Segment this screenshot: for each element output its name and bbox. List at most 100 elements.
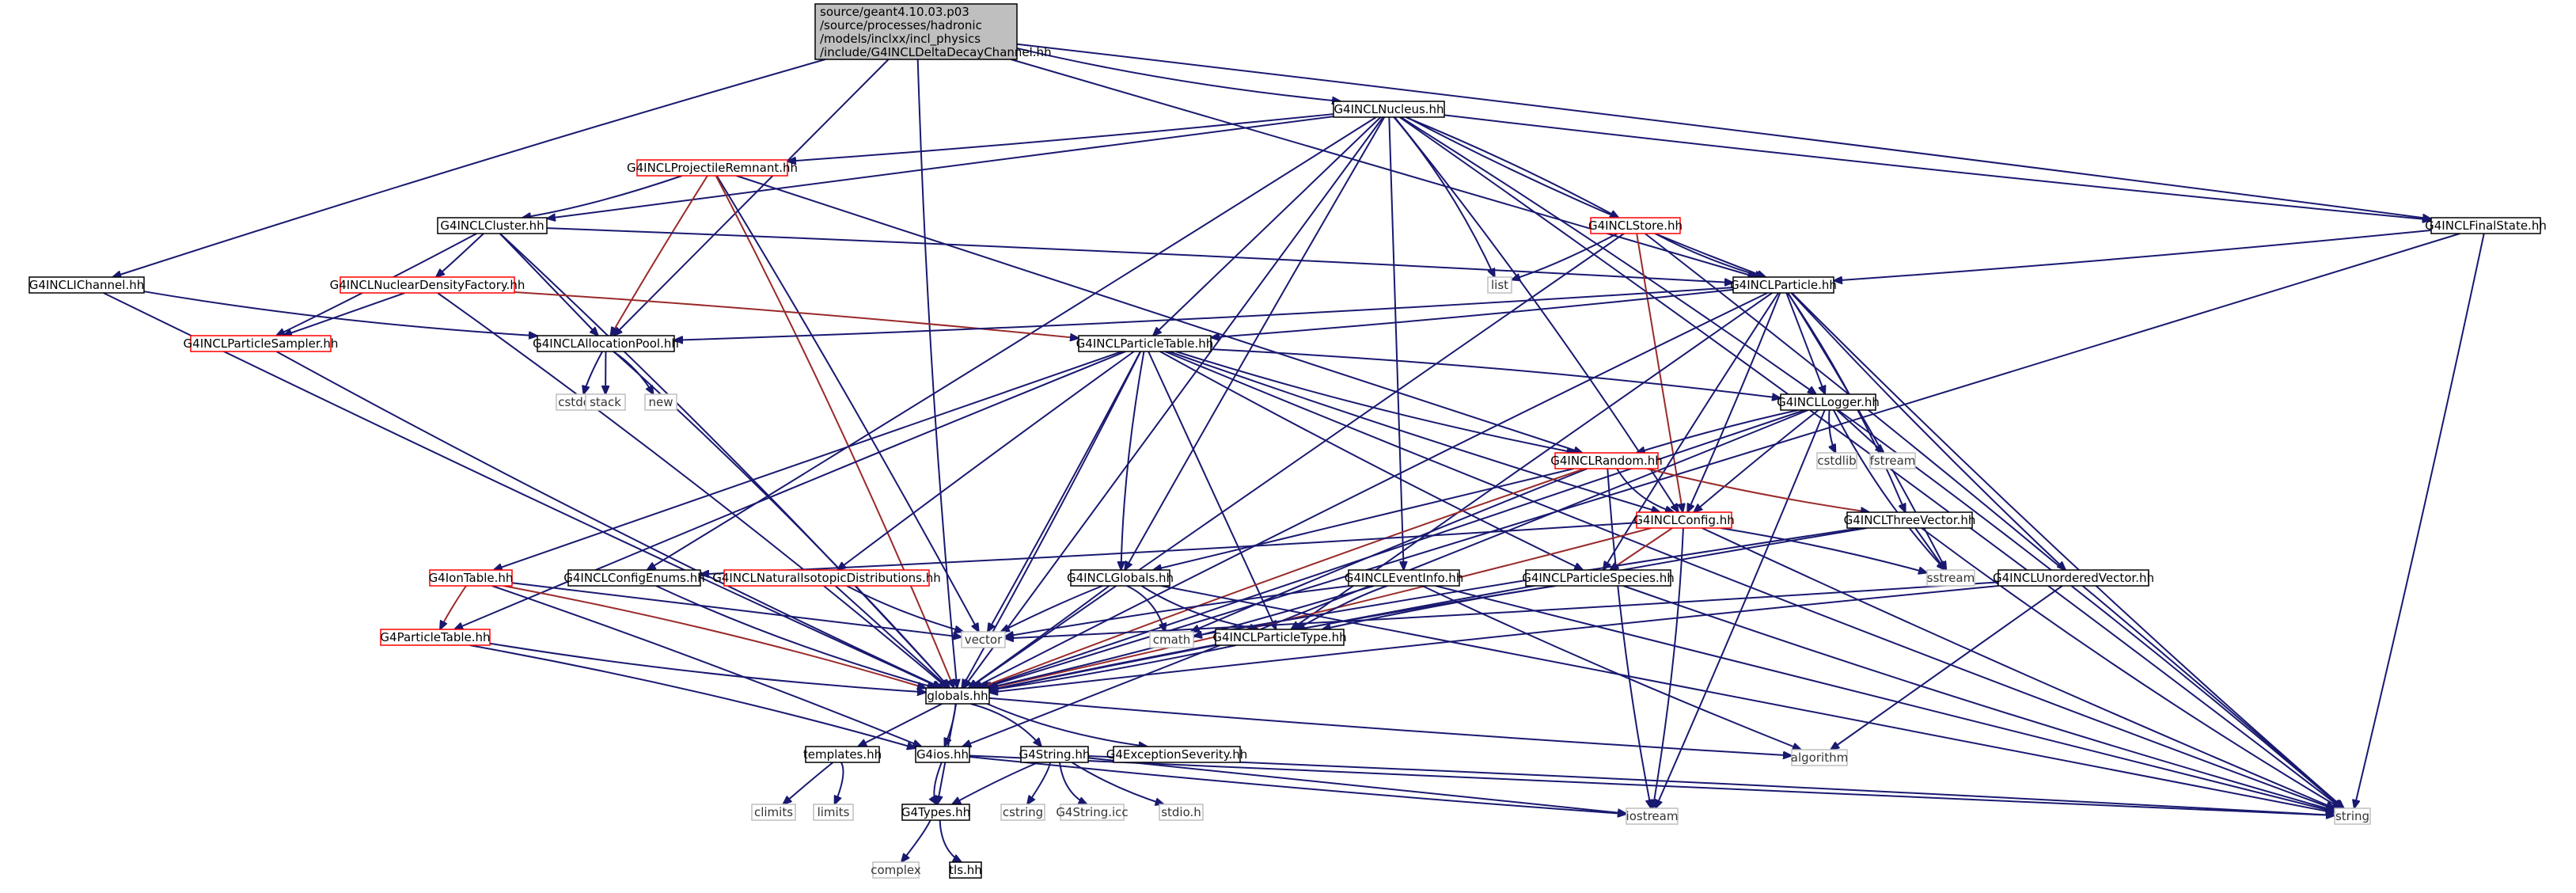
node-label: G4ExceptionSeverity.hh bbox=[1106, 747, 1248, 762]
edge-eventinfo-to-algorithm bbox=[1421, 585, 1801, 750]
node-list[interactable]: list bbox=[1487, 276, 1512, 294]
node-label: globals.hh bbox=[927, 689, 988, 703]
edge-globals_incl-to-globals bbox=[969, 585, 1110, 688]
node-new[interactable]: new bbox=[644, 393, 677, 411]
edge-pspecies-to-string bbox=[1622, 585, 2335, 811]
node-ptable[interactable]: G4INCLParticleTable.hh bbox=[1076, 335, 1214, 352]
node-logger[interactable]: G4INCLLogger.hh bbox=[1777, 393, 1880, 411]
node-cstring[interactable]: cstring bbox=[1000, 804, 1045, 821]
node-finalstate[interactable]: G4INCLFinalState.hh bbox=[2425, 217, 2547, 234]
node-tls[interactable]: tls.hh bbox=[949, 861, 982, 879]
node-natiso[interactable]: G4INCLNaturalIsotopicDistributions.hh bbox=[712, 569, 941, 587]
node-globals_incl[interactable]: G4INCLGlobals.hh bbox=[1067, 569, 1174, 587]
node-nucleus[interactable]: G4INCLNucleus.hh bbox=[1333, 101, 1445, 118]
node-box bbox=[1078, 335, 1212, 352]
edge-psampler-to-globals bbox=[275, 351, 942, 688]
node-iostream[interactable]: iostream bbox=[1626, 808, 1679, 825]
node-box bbox=[915, 746, 970, 763]
edge-ptable-to-pspecies bbox=[1159, 351, 1583, 570]
edge-ptable-to-natiso bbox=[837, 351, 1135, 570]
node-random[interactable]: G4INCLRandom.hh bbox=[1550, 452, 1663, 469]
edge-ptable-to-vector bbox=[988, 351, 1141, 632]
node-label: G4INCLParticle.hh bbox=[1730, 278, 1837, 292]
node-sstream[interactable]: sstream bbox=[1926, 569, 1975, 587]
node-psampler[interactable]: G4INCLParticleSampler.hh bbox=[184, 335, 339, 352]
edge-random-to-cmath bbox=[1191, 468, 1588, 633]
node-ptype[interactable]: G4INCLParticleType.hh bbox=[1212, 629, 1347, 646]
node-ichannel[interactable]: G4INCLIChannel.hh bbox=[28, 276, 145, 294]
node-complex[interactable]: complex bbox=[871, 861, 921, 879]
node-box bbox=[1780, 393, 1876, 411]
edge-logger-to-string bbox=[1838, 409, 2343, 808]
node-store[interactable]: G4INCLStore.hh bbox=[1588, 217, 1683, 234]
node-cmath[interactable]: cmath bbox=[1149, 631, 1194, 648]
edge-config-to-sstream bbox=[1720, 527, 1927, 573]
node-box bbox=[340, 276, 515, 294]
node-algorithm[interactable]: algorithm bbox=[1791, 749, 1848, 766]
edge-particle-to-ptable bbox=[1211, 288, 1734, 338]
node-label: cstdlib bbox=[1817, 454, 1856, 468]
node-limits[interactable]: limits bbox=[813, 804, 854, 821]
node-box bbox=[585, 393, 626, 411]
node-cluster[interactable]: G4INCLCluster.hh bbox=[437, 217, 548, 234]
node-iontable[interactable]: G4IonTable.hh bbox=[429, 569, 514, 587]
node-stdio[interactable]: stdio.h bbox=[1159, 804, 1204, 821]
edge-globals_incl-to-string bbox=[1161, 585, 2335, 813]
node-label: /source/processes/hadronic bbox=[820, 18, 982, 32]
node-label: G4IonTable.hh bbox=[429, 571, 514, 585]
node-box bbox=[437, 217, 548, 234]
node-allocpool[interactable]: G4INCLAllocationPool.hh bbox=[533, 335, 679, 352]
edge-root-to-nucleus bbox=[1016, 47, 1341, 101]
edge-nucleus-to-globals_incl bbox=[1125, 116, 1386, 570]
node-label: G4INCLConfig.hh bbox=[1633, 513, 1735, 527]
node-stack[interactable]: stack bbox=[585, 393, 626, 411]
node-g4ptable[interactable]: G4ParticleTable.hh bbox=[380, 629, 491, 646]
node-box bbox=[1816, 452, 1857, 469]
node-globals[interactable]: globals.hh bbox=[925, 687, 990, 705]
node-g4exc[interactable]: G4ExceptionSeverity.hh bbox=[1106, 746, 1248, 763]
node-templates[interactable]: templates.hh bbox=[803, 746, 882, 763]
node-eventinfo[interactable]: G4INCLEventInfo.hh bbox=[1345, 569, 1464, 587]
edge-cfgenums-to-globals bbox=[655, 585, 936, 688]
node-g4types[interactable]: G4Types.hh bbox=[901, 804, 970, 821]
edge-projrem-to-random bbox=[736, 175, 1583, 453]
node-g4stricc[interactable]: G4String.icc bbox=[1056, 804, 1129, 821]
node-label: G4INCLParticleType.hh bbox=[1212, 630, 1346, 644]
node-label: /include/G4INCLDeltaDecayChannel.hh bbox=[820, 45, 1052, 59]
node-cfgenums[interactable]: G4INCLConfigEnums.hh bbox=[563, 569, 705, 587]
node-string[interactable]: string bbox=[2334, 808, 2371, 825]
edge-logger-to-random bbox=[1637, 409, 1799, 453]
edge-random-to-globals bbox=[980, 468, 1585, 688]
node-root[interactable]: source/geant4.10.03.p03/source/processes… bbox=[814, 3, 1052, 60]
edge-particle-to-logger bbox=[1785, 292, 1825, 394]
node-threevec[interactable]: G4INCLThreeVector.hh bbox=[1844, 511, 1976, 529]
edge-nucleus-to-projrem bbox=[787, 113, 1334, 162]
edge-config-to-cfgenums bbox=[700, 522, 1637, 574]
edge-finalstate-to-globals bbox=[984, 233, 2460, 688]
node-fstream[interactable]: fstream bbox=[1869, 452, 1916, 469]
edge-eventinfo-to-vector bbox=[1005, 585, 1350, 636]
node-g4string[interactable]: G4String.hh bbox=[1019, 746, 1091, 763]
edge-particle-to-globals bbox=[973, 292, 1768, 688]
edge-projrem-to-allocpool bbox=[611, 175, 708, 336]
node-projrem[interactable]: G4INCLProjectileRemnant.hh bbox=[627, 159, 798, 177]
node-nucdens[interactable]: G4INCLNuclearDensityFactory.hh bbox=[330, 276, 525, 294]
node-climits[interactable]: climits bbox=[751, 804, 796, 821]
node-pspecies[interactable]: G4INCLParticleSpecies.hh bbox=[1522, 569, 1675, 587]
node-vector[interactable]: vector bbox=[961, 631, 1006, 648]
node-box bbox=[1869, 452, 1916, 469]
node-particle[interactable]: G4INCLParticle.hh bbox=[1730, 276, 1837, 294]
node-config[interactable]: G4INCLConfig.hh bbox=[1633, 511, 1735, 529]
node-label: stack bbox=[590, 395, 621, 409]
node-label: limits bbox=[818, 805, 850, 819]
node-label: G4INCLParticleSpecies.hh bbox=[1522, 571, 1675, 585]
node-label: G4INCLLogger.hh bbox=[1777, 395, 1880, 409]
edge-ptable-to-iontable bbox=[494, 351, 1123, 570]
edge-ptable-to-random bbox=[1175, 351, 1576, 453]
node-g4ios[interactable]: G4ios.hh bbox=[915, 746, 970, 763]
edge-logger-to-globals bbox=[981, 409, 1805, 688]
node-label: G4ParticleTable.hh bbox=[380, 630, 490, 644]
node-unordvec[interactable]: G4INCLUnorderedVector.hh bbox=[1993, 569, 2154, 587]
node-cstdlib[interactable]: cstdlib bbox=[1816, 452, 1857, 469]
